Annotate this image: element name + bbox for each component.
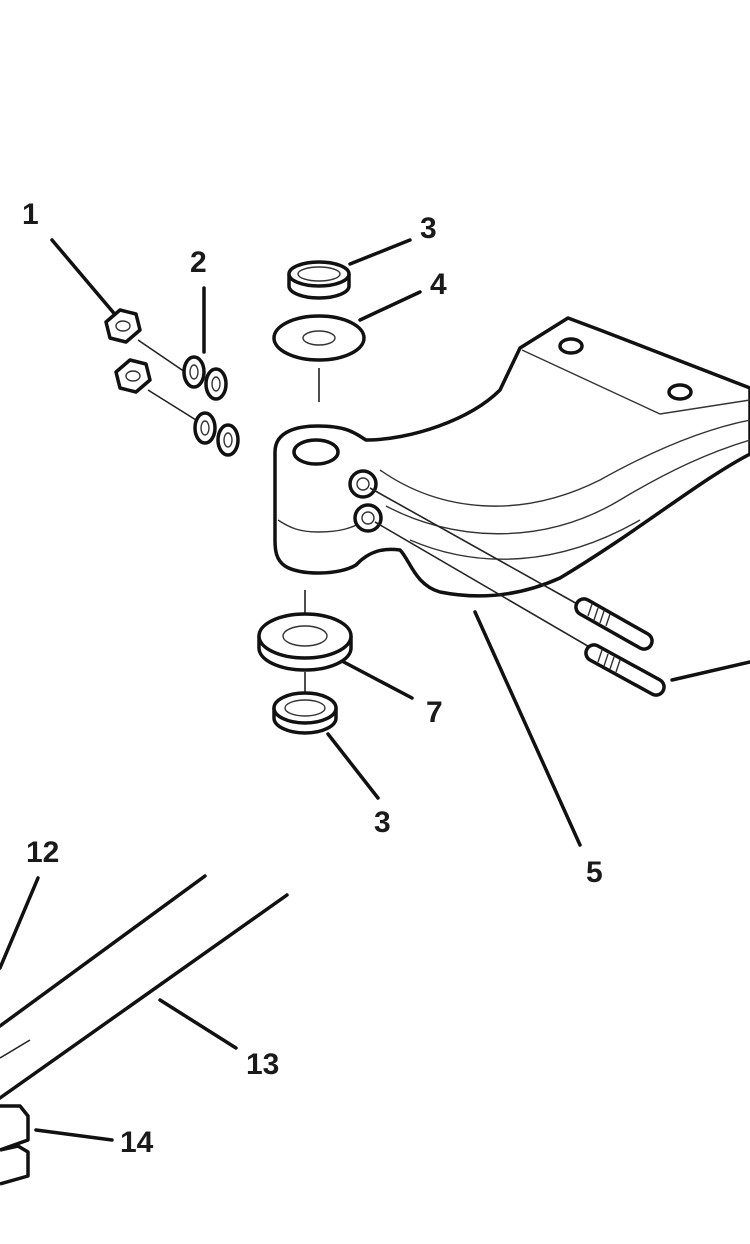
threaded-stud-lower (584, 643, 666, 697)
leader-offscreen (670, 660, 750, 682)
lock-nut-lower (114, 358, 152, 394)
callout-7: 7 (426, 696, 443, 729)
bushing-top (287, 260, 351, 300)
leader-4 (358, 290, 422, 322)
callout-4: 4 (430, 268, 447, 301)
stud-lower-axis (374, 521, 599, 653)
callout-12: 12 (26, 836, 59, 869)
bracket-14 (0, 1104, 30, 1186)
thrust-washer-bottom (257, 612, 353, 672)
leader-12 (0, 876, 40, 970)
nut-lower-axis (147, 389, 197, 421)
leader-1 (50, 238, 120, 320)
stud-upper-axis (369, 487, 589, 611)
callout-14: 14 (120, 1126, 154, 1159)
tie-rod-assembly (0, 874, 289, 1100)
callout-1: 1 (22, 198, 39, 231)
callout-2: 2 (190, 246, 207, 279)
nut-upper-axis (137, 339, 186, 373)
callout-3-bottom: 3 (374, 806, 391, 839)
thrust-washer-top (272, 314, 366, 362)
threaded-stud-upper (574, 597, 654, 651)
leader-3-bottom (326, 732, 380, 800)
leader-5 (473, 610, 582, 847)
callout-labels: 1 2 3 4 7 3 5 12 13 14 (22, 198, 603, 1159)
leader-lines (0, 238, 750, 1142)
leader-7 (338, 658, 414, 700)
washer-set (182, 355, 240, 457)
callout-5: 5 (586, 856, 603, 889)
bushing-bottom (272, 691, 338, 735)
callout-3-top: 3 (420, 212, 437, 245)
leader-14 (34, 1128, 114, 1142)
callout-13: 13 (246, 1048, 279, 1081)
lock-nut-upper (104, 308, 142, 344)
leader-13 (158, 998, 238, 1050)
leader-3-top (348, 238, 412, 266)
front-axle-frame (273, 316, 750, 598)
